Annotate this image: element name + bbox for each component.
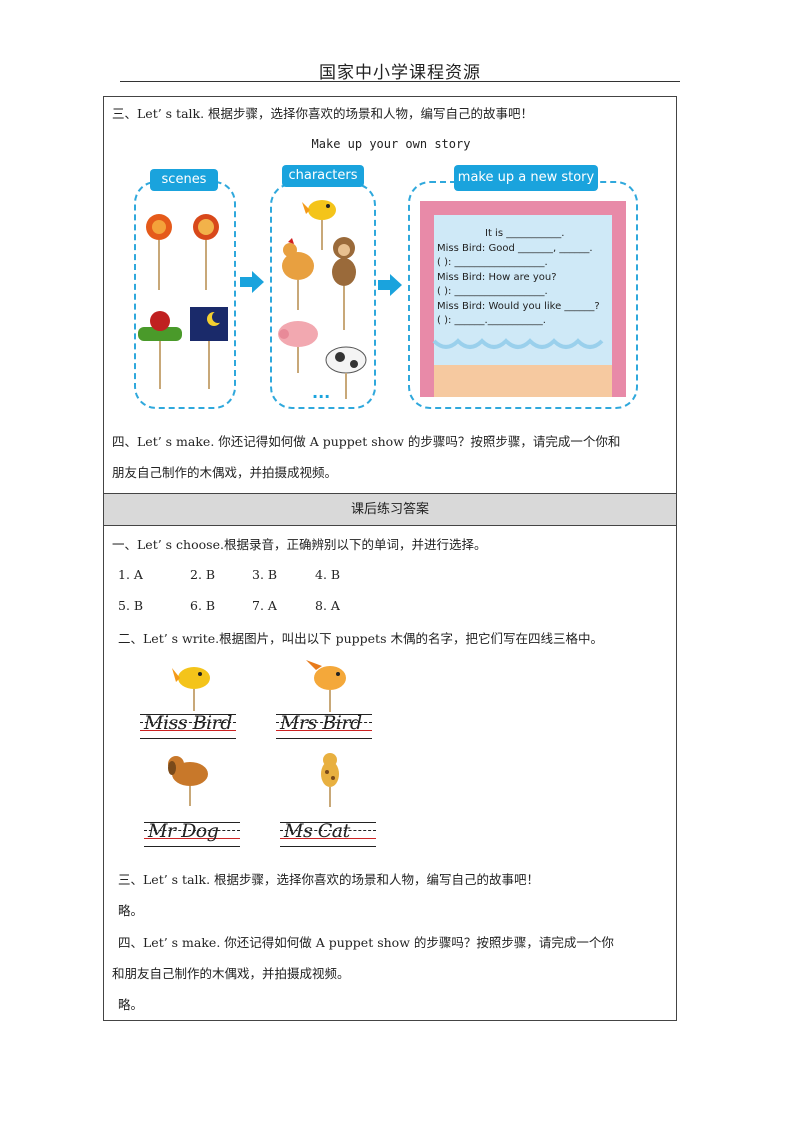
answer-item: 2. B [190,567,216,582]
write-instruction: 二、Let’ s write.根据图片，叫出以下 puppets 木偶的名字，把… [118,631,603,646]
monkey-puppet-icon [332,237,356,330]
talk-instruction: 三、Let’ s talk. 根据步骤，选择你喜欢的场景和人物，编写自己的故事吧… [118,872,540,887]
top-section: 三、Let’ s talk. 根据步骤，选择你喜欢的场景和人物，编写自己的故事吧… [103,96,677,494]
pig-puppet-icon [278,321,318,373]
answer-item: 7. A [252,598,277,613]
answer-item: 8. A [315,598,340,613]
make-answer: 略。 [118,997,144,1012]
more-characters-ellipsis: ... [312,383,331,402]
night-moon-puppet-icon [190,307,228,389]
answers-section: 一、Let’ s choose.根据录音，正确辨别以下的单词，并进行选择。 1.… [103,525,677,1021]
arrow-right-icon [240,271,264,293]
stage-script: It is ___________. Miss Bird: Good _____… [437,227,617,329]
writing-frame-mr-dog: Mr Dog [144,820,240,847]
handwritten-name: Mr Dog [148,820,219,842]
bird-puppet-icon [172,667,210,711]
characters-tag: characters [282,165,364,187]
puppet-stage [420,201,626,397]
handwritten-name: Ms Cat [284,820,350,842]
characters-illustrations [278,200,367,399]
scenes-illustrations [138,214,228,389]
answer-puppets [168,660,346,807]
figure-title: Make up your own story [311,137,471,151]
cat-puppet-icon [321,753,339,807]
answer-item: 1. A [118,567,143,582]
writing-frame-ms-cat: Ms Cat [280,820,376,847]
answers-heading: 课后练习答案 [103,493,677,526]
answer-item: 3. B [252,567,278,582]
answer-item: 4. B [315,567,341,582]
flying-bird-puppet-icon [306,660,346,712]
answer-item: 6. B [190,598,216,613]
hen-puppet-icon [282,238,314,310]
handwritten-name: Miss Bird [144,712,232,734]
stage-line: Miss Bird: Good _______, ______. [437,242,593,254]
header-rule [120,81,680,82]
sun-face-puppet-icon [193,214,219,290]
stage-line: Miss Bird: Would you like ______? [437,300,600,312]
make-instruction-line-2: 和朋友自己制作的木偶戏，并拍摄成视频。 [112,966,350,981]
dog-puppet-icon [168,756,208,806]
talk-answer: 略。 [118,903,144,918]
sun-puppet-icon [146,214,172,290]
hill-puppet-icon [138,311,182,389]
writing-frame-mrs-bird: Mrs Bird [276,712,372,739]
scenes-tag: scenes [150,169,218,191]
talk-instruction: 三、Let’ s talk. 根据步骤，选择你喜欢的场景和人物，编写自己的故事吧… [112,106,534,121]
stage-line: Miss Bird: How are you? [437,271,557,283]
page-header-title: 国家中小学课程资源 [319,63,481,83]
bird-puppet-icon [302,200,336,250]
cow-puppet-icon [325,346,367,399]
make-instruction-line-1: 四、Let’ s make. 你还记得如何做 A puppet show 的步骤… [112,434,621,449]
answer-item: 5. B [118,598,144,613]
writing-frame-miss-bird: Miss Bird [140,712,236,739]
stage-line: ( ): ______.___________. [437,315,546,326]
stage-line: It is ___________. [485,228,565,239]
handwritten-name: Mrs Bird [280,712,362,734]
stage-line: ( ): __________________. [437,257,548,268]
arrow-right-icon [378,274,402,296]
stage-line: ( ): __________________. [437,286,548,297]
choose-instruction: 一、Let’ s choose.根据录音，正确辨别以下的单词，并进行选择。 [112,537,487,552]
make-instruction-line-2: 朋友自己制作的木偶戏，并拍摄成视频。 [112,465,338,480]
story-tag: make up a new story [454,165,598,191]
make-instruction-line-1: 四、Let’ s make. 你还记得如何做 A puppet show 的步骤… [118,935,614,950]
